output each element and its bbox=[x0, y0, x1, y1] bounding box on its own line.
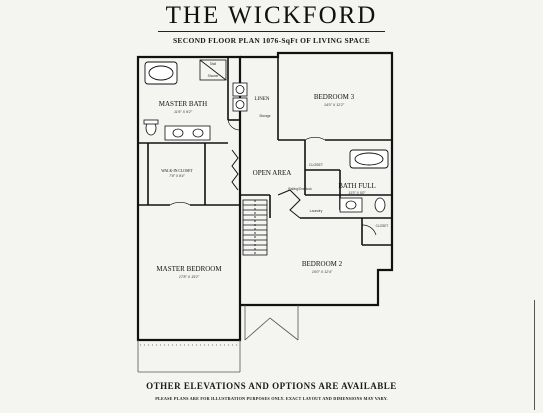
master-bedroom-label: MASTER BEDROOM bbox=[156, 265, 222, 273]
plan-subtitle: SECOND FLOOR PLAN 1076-SqFt OF LIVING SP… bbox=[172, 36, 371, 45]
footer-disclaimer: PLEASE PLANS ARE FOR ILLUSTRATION PURPOS… bbox=[155, 396, 388, 401]
master-bedroom-dims: 17'8" X 15'2" bbox=[179, 275, 200, 279]
side-margin-rule bbox=[534, 300, 543, 410]
closet2-label: CLOSET bbox=[376, 224, 389, 228]
right-wing-outline bbox=[240, 51, 394, 307]
door-swings bbox=[169, 119, 377, 236]
master-tub bbox=[144, 61, 178, 85]
plan-title: THE WICKFORD bbox=[165, 2, 378, 29]
bath-full-label: BATH FULL bbox=[338, 182, 376, 190]
master-bath-label: MASTER BATH bbox=[159, 100, 207, 108]
roof-outline bbox=[137, 305, 299, 373]
walk-in-closet-dims: 7'8" X 8'4" bbox=[169, 174, 185, 178]
shower-label: Shower bbox=[208, 74, 220, 78]
bedroom2-label: BEDROOM 2 bbox=[302, 260, 343, 268]
bedroom2-dims: 15'0" X 12'4" bbox=[312, 270, 333, 274]
staircase bbox=[242, 199, 268, 256]
laundry-label: Laundry bbox=[310, 209, 323, 213]
linen-label: LINEN bbox=[255, 97, 270, 102]
master-toilet bbox=[143, 119, 159, 136]
master-vanity bbox=[164, 125, 211, 141]
bath-tub bbox=[349, 149, 389, 169]
master-bath-dims: 11'6" X 9'2" bbox=[174, 110, 193, 114]
laundry-appliances bbox=[232, 82, 248, 112]
stall-label: Stall bbox=[210, 62, 216, 66]
storage-label: Storage bbox=[259, 114, 270, 118]
bedroom3-dims: 14'0" X 11'2" bbox=[324, 103, 345, 107]
bath-toilet bbox=[374, 197, 386, 213]
closet-label: CLOSET bbox=[309, 163, 324, 167]
walk-in-closet-label: WALK-IN CLOSET bbox=[161, 169, 193, 173]
footer-options-note: OTHER ELEVATIONS AND OPTIONS ARE AVAILAB… bbox=[146, 381, 397, 391]
railing-label: Railing/Overlook bbox=[288, 187, 312, 191]
master-shower bbox=[199, 59, 227, 81]
bath-vanity bbox=[339, 197, 363, 213]
title-underline bbox=[158, 31, 385, 32]
open-area-label: OPEN AREA bbox=[253, 169, 292, 177]
interior-walls bbox=[138, 57, 392, 305]
bath-full-dims: 11'0" X 5'0" bbox=[348, 191, 366, 195]
bedroom3-label: BEDROOM 3 bbox=[314, 93, 355, 101]
open-area-railing bbox=[231, 149, 239, 191]
